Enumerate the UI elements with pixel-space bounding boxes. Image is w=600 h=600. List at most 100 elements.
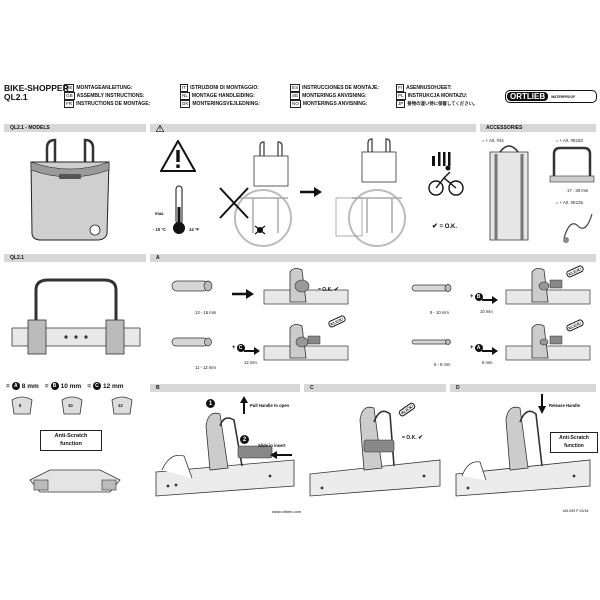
lang-text-fr: INSTRUCTIONS DE MONTAGE: <box>76 101 151 107</box>
a-row4-arrow-icon <box>482 347 498 355</box>
b-step2-arrow-left-icon <box>270 451 292 459</box>
a-row2-arrow-icon <box>244 347 260 355</box>
insert-a-badge: A <box>11 382 20 390</box>
bag-illustration <box>30 138 110 241</box>
a-row3-arrow-icon <box>482 296 498 304</box>
lang-text-se: MONTERINGS ANVISNING: <box>302 93 367 99</box>
a-row2-badge: C <box>236 344 245 352</box>
b-step1-text: Pull Handle to open <box>250 403 290 408</box>
anti-scratch-callout: Anti-Scratch function <box>40 430 102 451</box>
ortlieb-logo: ORTLIEB WATERPROOF <box>505 90 597 103</box>
lang-code-gb: GB <box>64 92 75 100</box>
c-result: = O.K. ✔ <box>402 434 423 441</box>
section-title-c: C <box>310 385 314 391</box>
arrow-right-icon <box>300 187 322 197</box>
section-c-illustration <box>309 406 441 497</box>
lang-code-fr: FR <box>64 100 75 108</box>
tube-5-8-illustration <box>411 339 451 345</box>
thermometer-icon <box>173 185 185 234</box>
lang-code-pl: PL <box>396 92 406 100</box>
lang-text-fi: ASENNUSOHJEET: <box>406 85 452 91</box>
a-row3-dim: 9 - 10 mm <box>430 310 449 315</box>
lang-text-es: INSTRUCCIONES DE MONTAJE: <box>302 85 379 91</box>
a-row4-size: 8 mm <box>482 360 493 365</box>
section-bar-warning <box>150 124 476 132</box>
section-bar-b: B <box>150 384 300 392</box>
insert-c-badge: C <box>92 382 101 390</box>
b-step2-text: Slide in insert <box>258 443 286 448</box>
warning-triangle-icon <box>160 140 196 172</box>
b-step2-badge: 2 <box>240 435 249 444</box>
handle-accessory-illustration <box>549 146 595 183</box>
a-row1-dim: 13 - 16 mm <box>195 310 217 315</box>
bike-rack-wrong-illustration <box>219 141 292 247</box>
b-step1-badge: 1 <box>206 399 215 408</box>
section-title-d: D <box>456 385 460 391</box>
a-row2-size: 12 mm <box>244 360 257 365</box>
backpack-accessory-illustration <box>489 145 529 241</box>
footer-url: www.ortlieb.com <box>272 509 302 514</box>
title-line-1: BIKE-SHOPPER <box>4 83 69 93</box>
check-icon: ✔ <box>432 223 438 230</box>
anti-scratch-pads-illustration <box>29 469 121 493</box>
a-row1-check-icon: ✔ <box>333 287 340 293</box>
warning-temp-f: 14 °F <box>189 227 200 232</box>
tube-9-10-illustration <box>411 284 452 292</box>
footer-code: MA 059 F 03/18 <box>563 509 589 513</box>
d-anti-scratch-callout: Anti-Scratch function <box>550 432 598 453</box>
a-row4-dim: 5 - 8 mm <box>434 362 451 367</box>
d-anti-scratch-function: function <box>564 443 584 449</box>
section-bar-models: QL2.1 - MODELS <box>4 124 146 132</box>
a-row1-clamp-illustration <box>263 268 349 305</box>
anti-scratch-function: function <box>60 441 82 447</box>
section-b-illustration <box>155 412 295 497</box>
lang-code-it: IT <box>180 84 189 92</box>
section-bar-accessories: ACCESSORIES <box>480 124 596 132</box>
section-title-b: B <box>156 385 160 391</box>
lang-text-gb: ASSEMBLY INSTRUCTIONS: <box>76 93 145 99</box>
section-bar-d: D <box>450 384 596 392</box>
tube-13-16-illustration <box>171 280 213 292</box>
warning-small-icon <box>156 124 164 132</box>
cable-accessory-illustration <box>563 213 593 243</box>
section-bar-ql21: QL2.1 <box>4 254 146 262</box>
lang-code-no: NO <box>290 100 301 108</box>
d-anti-scratch-title: Anti-Scratch <box>559 435 589 441</box>
a-row2-clamp-illustration <box>263 324 349 361</box>
bike-rack-correct-illustration <box>335 138 406 247</box>
insert-b-number: 10 <box>68 403 73 408</box>
warning-ok-label: ✔ = O.K. <box>432 222 457 230</box>
insert-c-size: 12 mm <box>102 382 124 390</box>
document-title: BIKE-SHOPPER QL2.1 <box>4 84 69 102</box>
ql21-mount-illustration <box>11 278 141 355</box>
lang-code-nl: NL <box>180 92 190 100</box>
warning-ok-text: = O.K. <box>439 224 458 230</box>
logo-tag: WATERPROOF <box>551 94 576 99</box>
accessory-range: 17 - 30 mm <box>567 188 589 193</box>
insert-a-number: 8 <box>19 403 22 408</box>
lang-text-nl: MONTAGE HANDLEIDING: <box>191 93 255 99</box>
a-row3-plus: + B <box>470 293 483 301</box>
accessory-art-2: = + Art. #E193 <box>556 138 583 143</box>
a-row2-dim: 11 - 12 mm <box>195 365 216 370</box>
a-row4-plus: + A <box>470 344 483 352</box>
lang-code-es: ES <box>290 84 301 92</box>
section-title-a: A <box>156 255 160 261</box>
section-title-accessories: ACCESSORIES <box>486 125 523 131</box>
c-result-text: = O.K. <box>402 435 417 441</box>
lang-code-dk: DK <box>180 100 191 108</box>
insert-sizes-row: = A 8 mm = B 10 mm = C 12 mm <box>6 382 124 390</box>
tube-11-12-illustration <box>171 337 212 347</box>
a-row2-plus: + C <box>232 344 245 352</box>
logo-brand: ORTLIEB <box>507 92 549 101</box>
lang-text-dk: MONTERINGSVEJLEDNING: <box>192 101 260 107</box>
lang-text-no: MONTERINGS ANVISNING: <box>302 101 368 107</box>
cyclist-icon <box>428 152 464 196</box>
insert-c-number: 12 <box>118 403 123 408</box>
lang-code-de: DE <box>64 84 75 92</box>
d-release-text: Release Handle <box>549 403 580 408</box>
